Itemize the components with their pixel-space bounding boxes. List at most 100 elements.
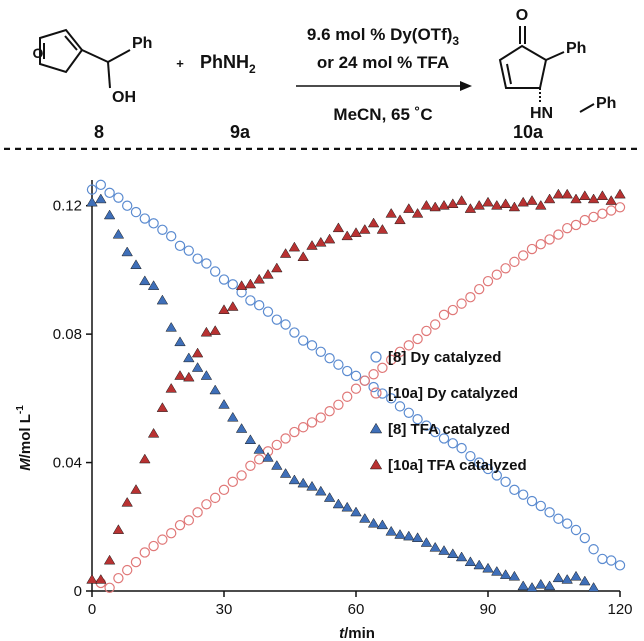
series-0 — [86, 179, 626, 571]
data-point — [535, 500, 547, 512]
data-point — [315, 485, 327, 496]
data-point — [306, 417, 318, 428]
data-point — [218, 304, 230, 314]
data-point — [139, 453, 151, 464]
data-point — [95, 574, 107, 584]
data-point — [464, 203, 477, 213]
data-point — [288, 474, 301, 485]
data-point — [491, 199, 503, 210]
conditions-line-1: 9.6 mol % Dy(OTf)3 — [307, 25, 459, 48]
y-tick-label: 0.04 — [53, 455, 82, 472]
data-point — [570, 570, 582, 581]
data-point — [596, 190, 609, 200]
data-point — [464, 556, 477, 567]
data-point — [552, 572, 565, 583]
data-point — [420, 537, 433, 547]
data-point — [429, 201, 441, 212]
data-point — [147, 427, 160, 438]
data-point — [104, 187, 115, 199]
y-axis-label: M/mol L-1 — [15, 405, 34, 471]
data-point — [579, 532, 591, 544]
data-point — [570, 193, 582, 204]
data-point — [474, 283, 485, 295]
data-point — [147, 280, 160, 290]
data-point — [509, 256, 520, 268]
reactant-9a-id: 9a — [230, 122, 251, 142]
data-point — [455, 551, 468, 562]
data-point — [236, 470, 247, 481]
legend-label: [8] Dy catalyzed — [388, 349, 501, 366]
data-point — [553, 513, 564, 524]
data-point — [323, 233, 336, 244]
data-point — [86, 574, 98, 584]
data-point — [333, 399, 344, 410]
data-point — [606, 205, 617, 216]
chart-legend: [8] Dy catalyzed[10a] Dy catalyzed[8] TF… — [369, 349, 527, 474]
data-point — [614, 188, 626, 199]
data-point — [209, 384, 221, 395]
data-point — [104, 582, 115, 593]
data-point — [306, 340, 318, 351]
x-tick-label: 0 — [88, 601, 96, 618]
data-point — [499, 198, 512, 209]
data-point — [112, 524, 125, 534]
data-point — [588, 544, 599, 555]
data-point — [544, 234, 555, 245]
data-point — [376, 224, 389, 234]
furan-oxygen-label: O — [33, 45, 44, 61]
reactant-8-id: 8 — [94, 122, 104, 142]
data-point — [192, 253, 203, 264]
data-point — [509, 484, 520, 496]
data-point — [289, 426, 300, 438]
data-point — [332, 498, 345, 509]
data-point — [367, 517, 380, 528]
data-point — [271, 314, 282, 325]
data-point — [244, 434, 257, 445]
data-point — [139, 547, 150, 558]
data-point — [183, 352, 195, 363]
data-point — [482, 196, 494, 207]
data-point — [271, 262, 283, 273]
data-point — [430, 426, 441, 438]
data-point — [579, 214, 591, 226]
data-point — [562, 518, 573, 529]
data-point — [447, 198, 459, 209]
plus-sign: + — [176, 56, 184, 71]
data-point — [482, 463, 494, 475]
data-point — [218, 484, 230, 496]
data-point — [377, 388, 388, 399]
data-point — [403, 407, 414, 418]
data-point — [332, 222, 345, 233]
data-point — [386, 354, 397, 366]
conditions-line-2: or 24 mol % TFA — [317, 53, 449, 72]
data-point — [174, 336, 186, 347]
data-point — [614, 560, 626, 571]
data-point — [174, 240, 186, 252]
data-point — [473, 199, 485, 210]
data-point — [455, 195, 468, 205]
data-point — [518, 250, 529, 261]
data-point — [350, 383, 362, 394]
data-point — [271, 460, 283, 470]
data-point — [456, 442, 467, 454]
data-point — [500, 263, 511, 274]
data-point — [412, 333, 423, 345]
data-point — [526, 195, 538, 205]
data-point — [279, 468, 292, 478]
data-point — [447, 304, 458, 316]
data-point — [447, 438, 458, 449]
data-point — [139, 213, 150, 224]
data-point — [191, 362, 204, 372]
data-point — [192, 507, 203, 518]
data-point — [95, 179, 107, 191]
data-point — [218, 274, 230, 285]
data-point — [139, 275, 151, 286]
chart-marks — [86, 179, 626, 593]
data-point — [438, 433, 450, 444]
data-point — [174, 519, 186, 531]
data-point — [350, 370, 362, 382]
data-point — [200, 326, 213, 337]
product-nph-label: Ph — [596, 95, 616, 112]
y-tick-label: 0 — [74, 583, 82, 600]
